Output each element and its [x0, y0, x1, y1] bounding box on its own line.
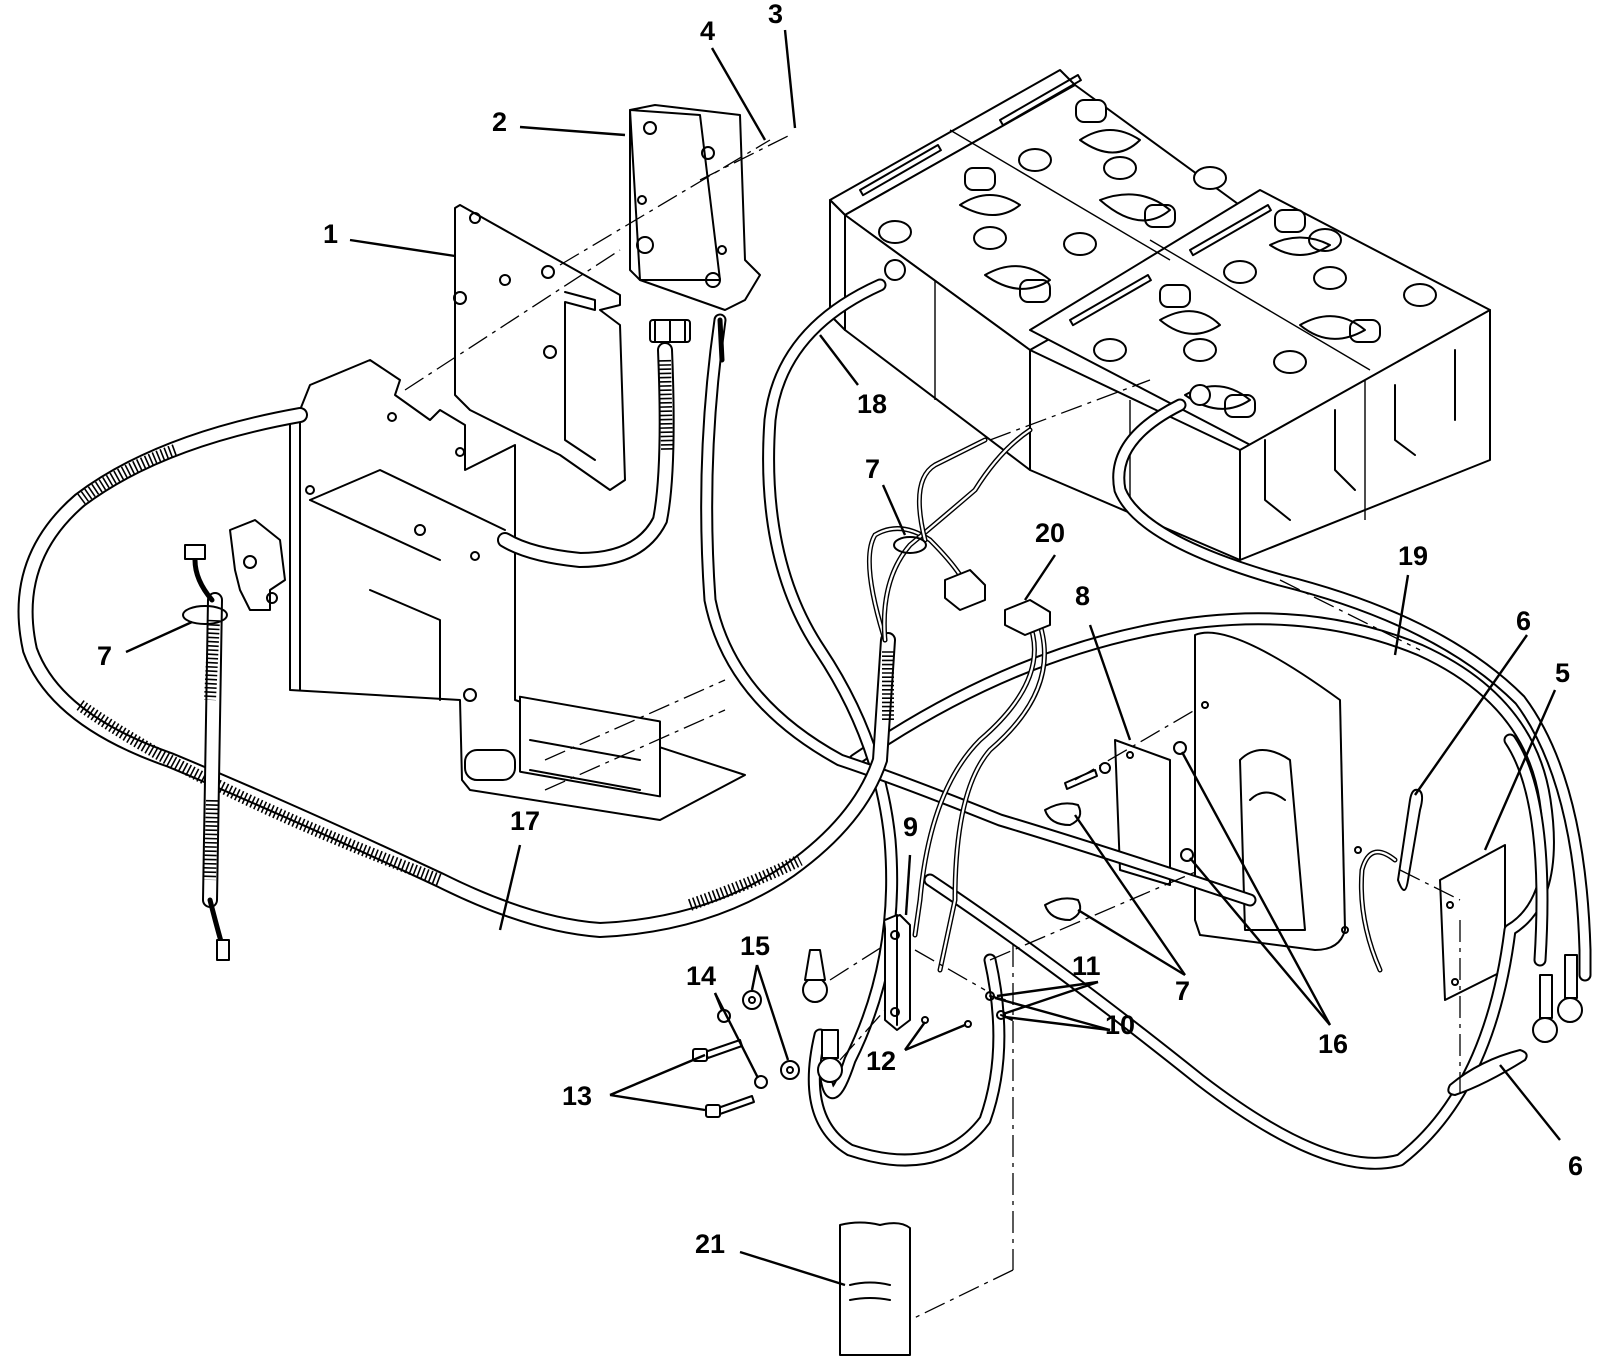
callout-19: 19	[1398, 541, 1428, 571]
battery-tray-bracket	[229, 359, 746, 821]
callout-3: 3	[768, 0, 783, 29]
callout-leaders	[125, 29, 1561, 1287]
callout-21: 21	[695, 1229, 725, 1259]
battery-pack	[829, 69, 1491, 561]
callout-14: 14	[686, 961, 716, 991]
literature-bag	[839, 1221, 911, 1356]
shunt-assembly	[884, 914, 911, 1031]
callout-numbers: 1 2 3 4 5 6 6 7 7 7 8 9 10 11 12 13 14 1…	[97, 0, 1583, 1259]
terminal-boots	[1397, 788, 1528, 1096]
callout-1: 1	[323, 219, 338, 249]
signal-wires	[182, 317, 1398, 973]
callout-10: 10	[1105, 1010, 1135, 1040]
motor-controller	[629, 104, 761, 343]
drive-motor	[1194, 631, 1362, 951]
callout-18: 18	[857, 389, 887, 419]
callout-15: 15	[740, 931, 770, 961]
callout-11: 11	[1072, 951, 1101, 981]
ring-lugs	[802, 259, 1583, 1083]
charger-plate	[1439, 844, 1506, 1001]
callout-8: 8	[1075, 581, 1090, 611]
callout-20: 20	[1035, 518, 1065, 548]
callout-17: 17	[510, 806, 540, 836]
callout-7-center: 7	[865, 454, 880, 484]
callout-16: 16	[1318, 1029, 1348, 1059]
callout-7-left: 7	[97, 641, 112, 671]
battery-caps	[878, 99, 1437, 418]
callout-6-upper: 6	[1516, 606, 1531, 636]
callout-13: 13	[562, 1081, 592, 1111]
mounting-plate	[453, 204, 626, 491]
callout-4: 4	[700, 16, 715, 46]
callout-7-right: 7	[1175, 976, 1190, 1006]
power-cables	[700, 278, 1592, 1170]
callout-5: 5	[1555, 658, 1570, 688]
wire-harness-17	[17, 342, 896, 961]
center-lines	[404, 134, 1461, 1321]
callout-12: 12	[866, 1046, 896, 1076]
callout-9: 9	[903, 812, 918, 842]
callout-2: 2	[492, 107, 507, 137]
callout-6-lower: 6	[1568, 1151, 1583, 1181]
